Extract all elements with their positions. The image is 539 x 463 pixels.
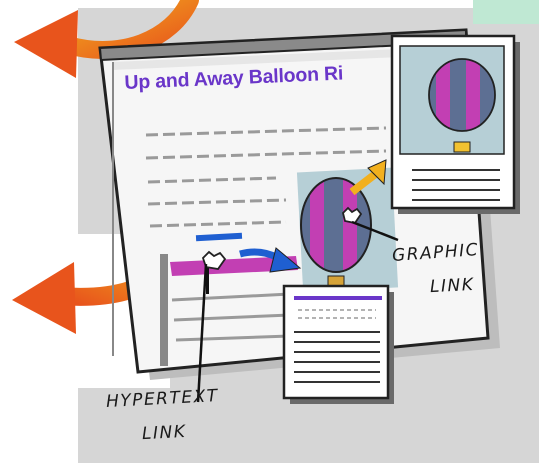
- linked-page-card-balloon: [392, 36, 520, 214]
- hypertext-link-label-2: LINK: [142, 422, 187, 444]
- linked-page-card-text: [284, 286, 394, 404]
- graphic-link-label-2: LINK: [430, 275, 475, 297]
- balloon-image-icon: [297, 168, 398, 293]
